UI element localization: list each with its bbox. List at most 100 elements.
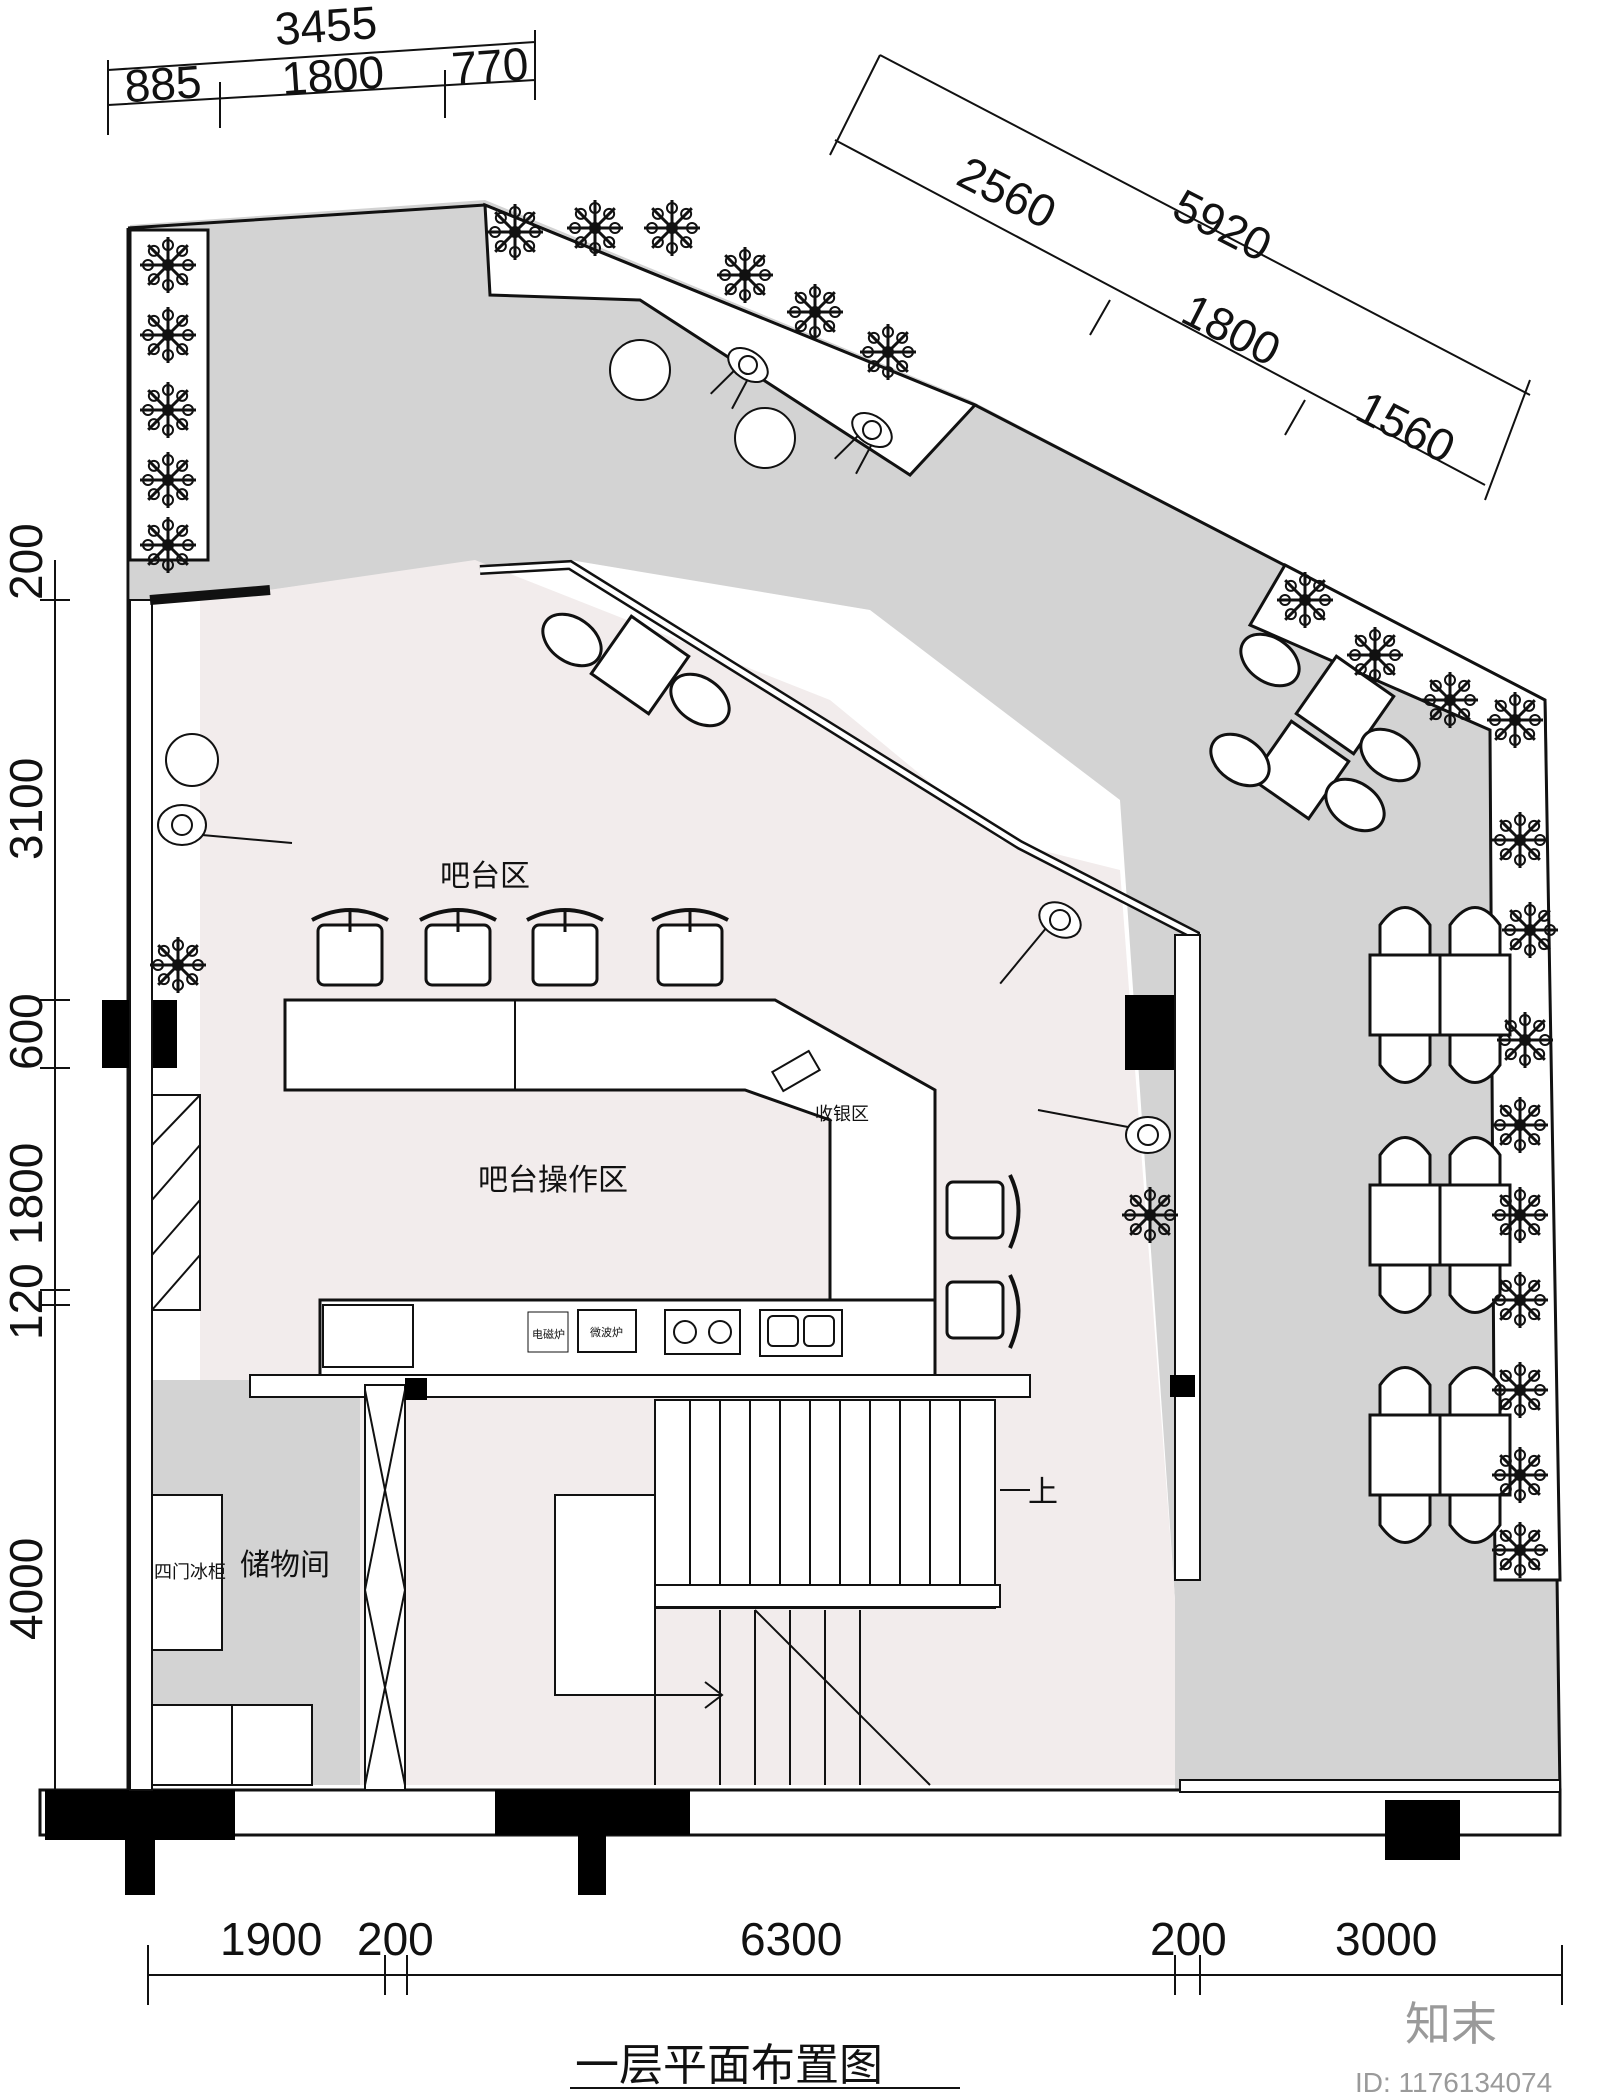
glass-door (1179, 1779, 1561, 1793)
column (405, 1378, 427, 1400)
dim-top-part-3: 770 (450, 37, 530, 94)
chair-icon (1324, 777, 1386, 833)
tree-icon (1492, 1097, 1548, 1153)
chair-icon (1378, 1263, 1432, 1314)
table-icon (589, 614, 691, 716)
tree-group (140, 200, 1558, 1578)
table-icon (1368, 1413, 1442, 1497)
round-stool (609, 339, 671, 401)
dim-top-part-2: 1800 (280, 46, 386, 105)
dim-left-part-1: 200 (0, 523, 52, 600)
chair-icon (1239, 632, 1301, 688)
slab (249, 1374, 1031, 1398)
tree-icon (1122, 1187, 1178, 1243)
chair-icon (1448, 1136, 1502, 1187)
room-label-storage: 储物间 (240, 1548, 330, 1583)
tree-icon (1277, 572, 1333, 628)
tree-icon (1492, 1522, 1548, 1578)
tree-icon (1492, 1362, 1548, 1418)
stair-up-label: 上 (1028, 1475, 1058, 1510)
room-label-bar-operation: 吧台操作区 (478, 1163, 628, 1198)
chair-icon (1359, 727, 1421, 783)
dim-left-part-6: 4000 (0, 1538, 52, 1640)
storage-partition (364, 1384, 406, 1791)
dim-left-part-3: 600 (0, 993, 52, 1070)
tree-icon (1502, 902, 1558, 958)
partition-cross (364, 1389, 406, 1786)
column (125, 1840, 155, 1895)
chair-icon (1378, 1033, 1432, 1084)
interior-wall-right (1174, 934, 1201, 1581)
tree-icon (1487, 692, 1543, 748)
chair-icon (669, 672, 731, 728)
drawing-title: 一层平面布置图 (575, 2040, 883, 2091)
stool-icon (945, 1274, 1021, 1349)
dim-diag-part-3: 1560 (1349, 381, 1464, 474)
sink-icon (759, 1309, 843, 1357)
bottom-wall (38, 1788, 1562, 1837)
chair-icon (1448, 906, 1502, 957)
tree-icon (140, 307, 196, 363)
four-door-fridge (151, 1494, 223, 1651)
table-icon (1294, 654, 1396, 756)
stool-icon (945, 1174, 1021, 1249)
fridge-box (322, 1304, 414, 1368)
stool-icon (311, 908, 389, 987)
chair-icon (1378, 1136, 1432, 1187)
tree-icon (150, 937, 206, 993)
dim-bottom-part-3: 6300 (740, 1913, 842, 1965)
chair-icon (1448, 1263, 1502, 1314)
table-icon (1368, 953, 1442, 1037)
tree-icon (717, 247, 773, 303)
tree-icon (1492, 812, 1548, 868)
tree-icon (644, 200, 700, 256)
dim-bottom-part-1: 1900 (220, 1913, 322, 1965)
stool-icon (651, 908, 729, 987)
dim-left-part-2: 3100 (0, 758, 52, 860)
chair-icon (1448, 1033, 1502, 1084)
chair-icon (1378, 906, 1432, 957)
dim-diag-part-2: 1800 (1174, 283, 1289, 376)
left-wall-strip (129, 599, 153, 1791)
dim-left-part-5: 120 (0, 1263, 52, 1340)
microwave-box (577, 1309, 637, 1353)
round-stool (734, 407, 796, 469)
tree-icon (1492, 1447, 1548, 1503)
planter-right (1247, 563, 1562, 1582)
table-icon (1438, 953, 1512, 1037)
tree-icon (140, 237, 196, 293)
chair-icon (1209, 732, 1271, 788)
microwave-label: 微波炉 (590, 1325, 623, 1339)
chair-icon (1378, 1493, 1432, 1544)
column (495, 1790, 690, 1835)
tree-icon (1347, 627, 1403, 683)
tree-icon (1497, 1012, 1553, 1068)
tree-icon (567, 200, 623, 256)
cashier-register (770, 1049, 822, 1093)
tree-icon (140, 382, 196, 438)
staircase (554, 1399, 1001, 1786)
person-icon (157, 804, 293, 846)
column (578, 1835, 606, 1895)
person-icon (710, 346, 769, 410)
stair-arrow-icon (555, 1681, 724, 1709)
tree-icon (140, 452, 196, 508)
stool-icon (419, 908, 497, 987)
column (1170, 1375, 1195, 1397)
induction-cooker-box (527, 1311, 569, 1353)
tree-icon (487, 204, 543, 260)
dim-bottom-part-4: 200 (1150, 1913, 1227, 1965)
dimension-lines (40, 30, 1563, 2089)
dim-diag-part-1: 2560 (950, 146, 1065, 239)
left-cabinet (151, 1094, 201, 1311)
table-group (541, 612, 1512, 1544)
room-label-cashier: 收银区 (815, 1104, 869, 1125)
outdoor-floor (130, 200, 1560, 1795)
watermark-logo: 知末 (1405, 1998, 1497, 2050)
fridge-label: 四门冰柜 (154, 1562, 226, 1583)
round-stool (165, 733, 219, 787)
dim-bottom-part-5: 3000 (1335, 1913, 1437, 1965)
tree-icon (1492, 1187, 1548, 1243)
tree-icon (140, 517, 196, 573)
